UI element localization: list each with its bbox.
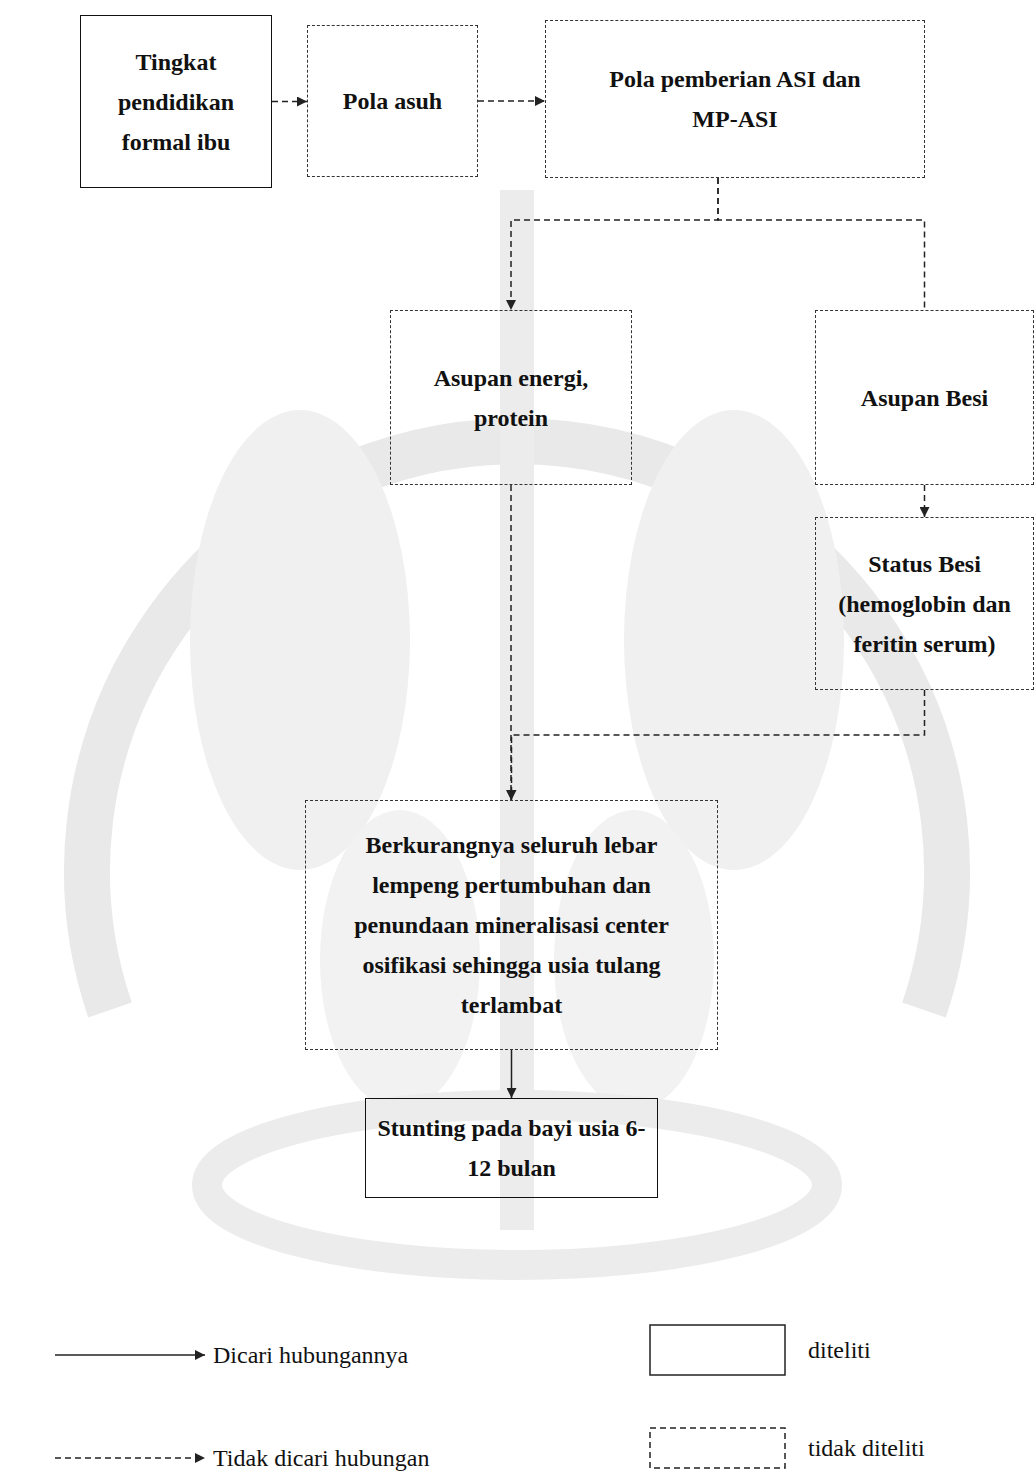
watermark-base bbox=[207, 1105, 827, 1265]
watermark-stem bbox=[500, 190, 534, 1230]
unstudied-box: Pola asuh bbox=[307, 25, 478, 177]
node-label: Asupan energi, protein bbox=[426, 358, 596, 438]
legend-box-sample bbox=[650, 1428, 785, 1468]
node-label: Pola asuh bbox=[318, 81, 468, 121]
studied-relation-arrow bbox=[511, 1050, 513, 1098]
legend-label: Dicari hubungannya bbox=[213, 1340, 408, 1370]
legend-label: tidak diteliti bbox=[808, 1433, 925, 1463]
node-label: Status Besi (hemoglobin dan feritin seru… bbox=[825, 544, 1025, 664]
legend-sample bbox=[55, 1458, 205, 1459]
unstudied-relation-arrow bbox=[718, 178, 925, 310]
node-label: Tingkat pendidikan formal ibu bbox=[90, 42, 262, 162]
studied-box: Tingkat pendidikan formal ibu bbox=[80, 15, 272, 188]
unstudied-relation-arrow bbox=[272, 101, 307, 103]
node-label: Berkurangnya seluruh lebar lempeng pertu… bbox=[327, 825, 697, 1025]
legend-sample bbox=[650, 1428, 785, 1468]
unstudied-relation-arrow bbox=[512, 690, 925, 800]
unstudied-relation-arrow bbox=[478, 100, 545, 102]
legend-line-sample bbox=[55, 1354, 205, 1356]
node-label: Stunting pada bayi usia 6-12 bulan bbox=[374, 1108, 649, 1188]
legend-label: diteliti bbox=[808, 1335, 871, 1365]
unstudied-relation-arrow bbox=[924, 485, 926, 517]
node-label: Pola pemberian ASI dan MP-ASI bbox=[590, 59, 880, 139]
legend-sample bbox=[650, 1325, 785, 1375]
node-label: Asupan Besi bbox=[827, 378, 1022, 418]
legend-box-sample bbox=[650, 1325, 785, 1375]
unstudied-box: Status Besi (hemoglobin dan feritin seru… bbox=[815, 517, 1034, 690]
legend-line-sample bbox=[55, 1457, 205, 1459]
unstudied-relation-arrow bbox=[511, 178, 718, 310]
unstudied-box: Berkurangnya seluruh lebar lempeng pertu… bbox=[305, 800, 718, 1050]
watermark-petal bbox=[190, 410, 410, 870]
unstudied-box: Asupan Besi bbox=[815, 310, 1034, 485]
unstudied-box: Asupan energi, protein bbox=[390, 310, 632, 485]
unstudied-box: Pola pemberian ASI dan MP-ASI bbox=[545, 20, 925, 178]
studied-box: Stunting pada bayi usia 6-12 bulan bbox=[365, 1098, 658, 1198]
legend-sample bbox=[55, 1355, 205, 1356]
legend-label: Tidak dicari hubungan bbox=[213, 1443, 429, 1473]
watermark-petal bbox=[624, 410, 844, 870]
